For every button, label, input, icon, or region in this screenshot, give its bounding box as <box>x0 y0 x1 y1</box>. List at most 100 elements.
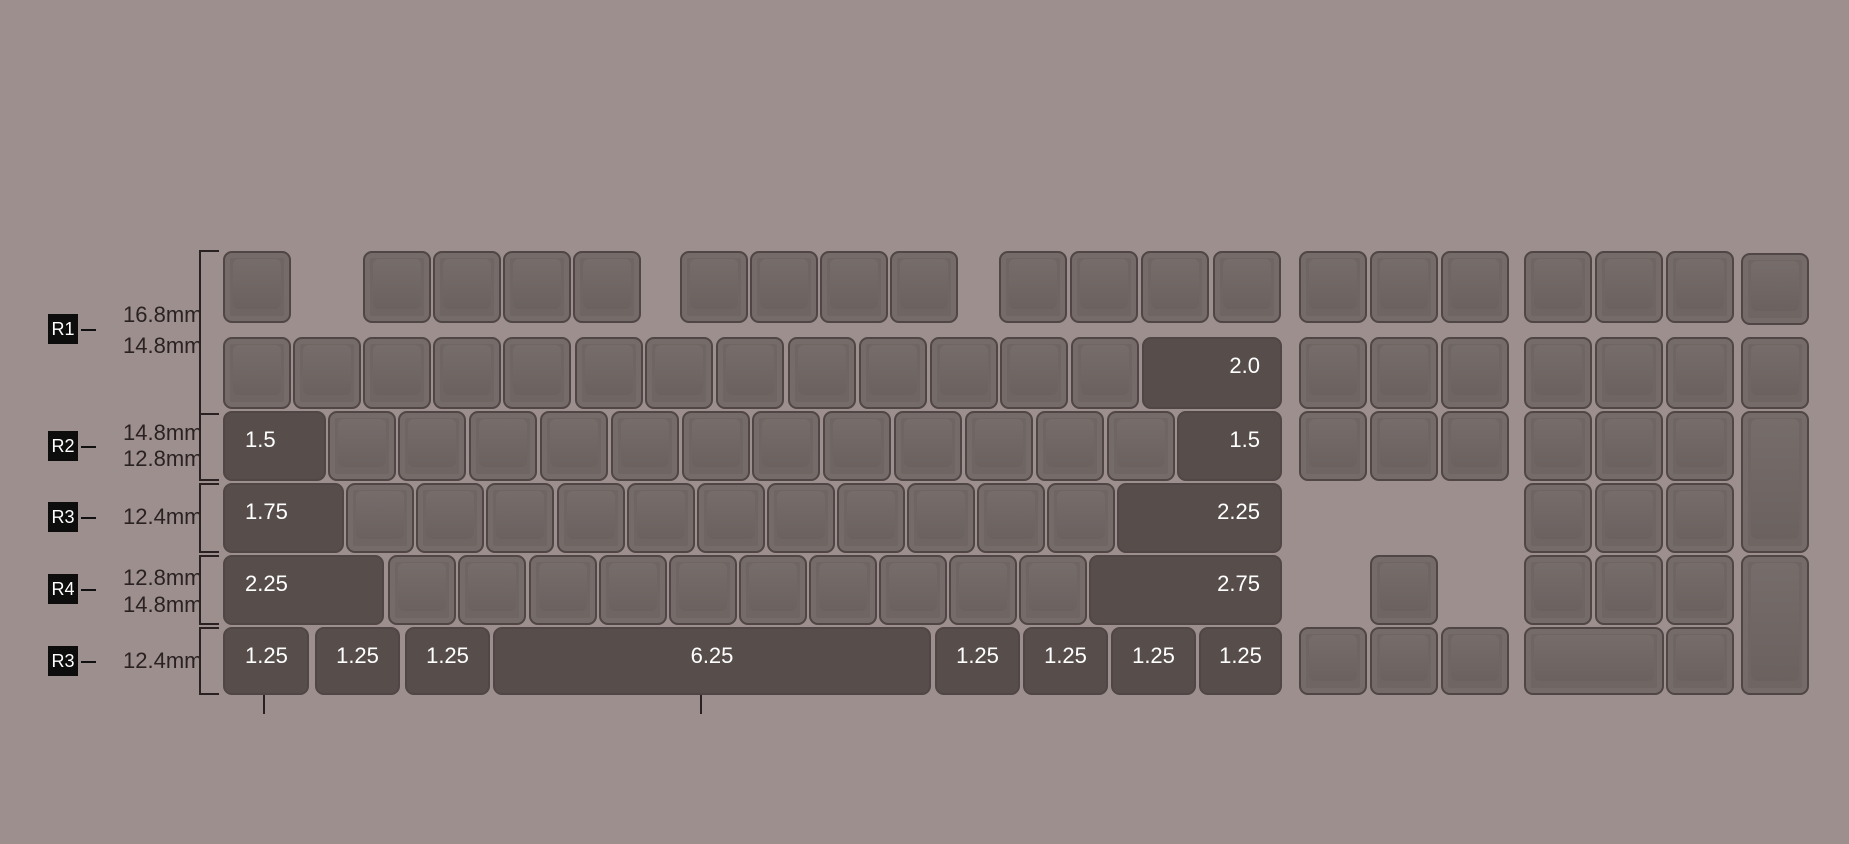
key-num-multiply <box>1666 337 1734 409</box>
key-end <box>1370 411 1438 481</box>
key-capslock: 1.75 <box>223 483 344 553</box>
row-bracket-r2 <box>199 413 219 481</box>
key-f2 <box>433 251 501 323</box>
key-7 <box>716 337 784 409</box>
key-num-7 <box>1524 411 1592 481</box>
key-rbracket <box>1107 411 1175 481</box>
key-q <box>328 411 396 481</box>
key-x <box>458 555 526 625</box>
key-6 <box>645 337 713 409</box>
key-m <box>809 555 877 625</box>
key-size-label: 2.25 <box>1217 499 1260 524</box>
row-dim-r4-bottom: 14.8mm <box>123 592 203 617</box>
key-h <box>697 483 765 553</box>
key-g <box>627 483 695 553</box>
key-d <box>486 483 554 553</box>
row-dim-r2-bottom: 12.8mm <box>123 446 203 471</box>
row-tag-tick <box>81 661 96 663</box>
key-f7 <box>820 251 888 323</box>
key-8 <box>788 337 856 409</box>
key-f1 <box>363 251 431 323</box>
key-f6 <box>750 251 818 323</box>
key-delete <box>1299 411 1367 481</box>
key-u <box>752 411 820 481</box>
key-num-2 <box>1595 555 1663 625</box>
key-5 <box>575 337 643 409</box>
key-menu: 1.25 <box>1111 627 1196 695</box>
key-lctrl: 1.25 <box>223 627 309 695</box>
key-rwin: 1.25 <box>1023 627 1108 695</box>
key-size-label: 1.25 <box>1132 643 1175 668</box>
key-num-decimal <box>1666 627 1734 695</box>
key-right <box>1441 627 1509 695</box>
key-l <box>907 483 975 553</box>
key-num-enter <box>1741 555 1809 695</box>
key-f <box>557 483 625 553</box>
key-ind-2 <box>1595 251 1663 323</box>
key-num-9 <box>1666 411 1734 481</box>
key-a <box>346 483 414 553</box>
key-lalt: 1.25 <box>405 627 490 695</box>
row-tag-tick <box>81 329 96 331</box>
key-size-label: 1.25 <box>956 643 999 668</box>
row-tag-tick <box>81 589 96 591</box>
row-dim-r2-top: 14.8mm <box>123 420 203 445</box>
key-num-3 <box>1666 555 1734 625</box>
key-space: 6.25 <box>493 627 931 695</box>
key-size-label: 1.5 <box>245 427 276 452</box>
key-s <box>416 483 484 553</box>
key-backslash: 1.5 <box>1177 411 1282 481</box>
key-f10 <box>1070 251 1138 323</box>
row-tag-tick <box>81 517 96 519</box>
key-4 <box>503 337 571 409</box>
key-period <box>949 555 1017 625</box>
key-1 <box>293 337 361 409</box>
key-size-label: 1.25 <box>336 643 379 668</box>
key-comma <box>879 555 947 625</box>
key-f8 <box>890 251 958 323</box>
key-rshift: 2.75 <box>1089 555 1282 625</box>
key-k <box>837 483 905 553</box>
key-2 <box>363 337 431 409</box>
key-insert <box>1299 337 1367 409</box>
key-3 <box>433 337 501 409</box>
key-w <box>398 411 466 481</box>
key-ind-1 <box>1524 251 1592 323</box>
key-e <box>469 411 537 481</box>
key-9 <box>859 337 927 409</box>
key-pgdn <box>1441 411 1509 481</box>
row-bracket-r3b <box>199 627 219 695</box>
key-esc <box>223 251 291 323</box>
key-rctrl: 1.25 <box>1199 627 1282 695</box>
key-0 <box>930 337 998 409</box>
key-scrlk <box>1370 251 1438 323</box>
key-num-1 <box>1524 555 1592 625</box>
row-tag-r4: R4 <box>48 574 78 604</box>
key-enter: 2.25 <box>1117 483 1282 553</box>
row-dim-r1-bottom: 14.8mm <box>123 333 203 358</box>
key-quote <box>1047 483 1115 553</box>
key-f3 <box>503 251 571 323</box>
key-minus <box>1000 337 1068 409</box>
key-o <box>894 411 962 481</box>
key-ind-4 <box>1741 253 1809 325</box>
key-size-label: 1.25 <box>245 643 288 668</box>
row-dim-r1-top: 16.8mm <box>123 302 203 327</box>
key-lwin: 1.25 <box>315 627 400 695</box>
key-semicolon <box>977 483 1045 553</box>
row-tag-r3b: R3 <box>48 646 78 676</box>
key-num-8 <box>1595 411 1663 481</box>
key-y <box>682 411 750 481</box>
key-z <box>388 555 456 625</box>
key-f5 <box>680 251 748 323</box>
key-size-label: 2.0 <box>1229 353 1260 378</box>
key-down <box>1370 627 1438 695</box>
key-i <box>823 411 891 481</box>
row-tag-r3: R3 <box>48 502 78 532</box>
row-dim-r3: 12.4mm <box>123 504 203 529</box>
key-r <box>540 411 608 481</box>
row-tag-r1: R1 <box>48 314 78 344</box>
key-num-minus <box>1741 337 1809 409</box>
key-v <box>599 555 667 625</box>
